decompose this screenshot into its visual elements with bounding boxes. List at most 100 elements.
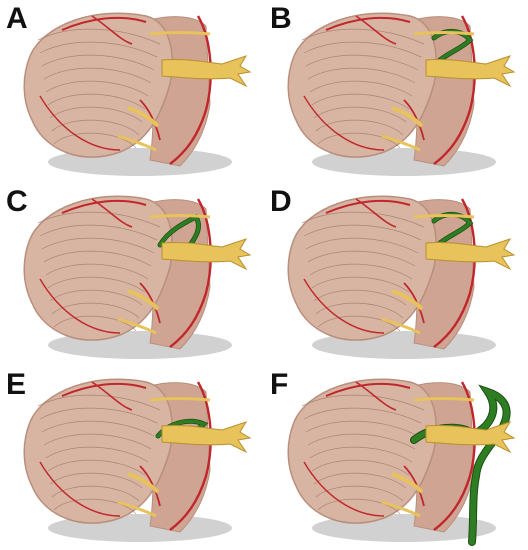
lower-cranial-nerve [381,500,421,518]
folia-line [49,472,143,489]
folia-line [53,132,137,149]
vertebral-artery [169,15,212,165]
superior-artery [61,16,147,31]
lower-cranial-nerve [391,289,424,311]
vertebral-artery [169,198,212,348]
folia-line [301,28,425,45]
folia-line [315,119,404,136]
panel-label: F [270,368,289,401]
lower-cranial-nerve [127,289,160,311]
lower-cranial-nerve [127,106,160,128]
upper-cranial-nerve [149,214,211,219]
lower-cranial-nerve [381,317,421,335]
panel-illustration [287,12,516,176]
lower-cranial-nerve [117,134,157,152]
folia-line [313,106,407,123]
inferior-artery [39,95,121,151]
folia-line [43,433,152,450]
superior-artery [325,382,411,397]
folia-line [51,485,140,502]
folia-line [307,433,416,450]
folia-line [41,237,155,254]
folia-line [309,80,413,97]
cerebellum [23,12,173,158]
folia-line [307,250,416,267]
folia-line [37,28,161,45]
cerebellum [287,378,437,524]
pica-artery [403,465,425,507]
folia-line [305,420,419,437]
folia-line [309,446,413,463]
folia-line [47,93,146,110]
panel-illustration [23,195,252,359]
artery-branch [91,198,133,228]
folia-line [315,485,404,502]
artery-branch [355,381,397,411]
folia-line [53,315,137,332]
folia-line [307,67,416,84]
lower-cranial-nerve [391,472,424,494]
trigeminal-nerve [425,421,516,454]
upper-cranial-nerve [149,397,211,402]
panel-a: A [0,0,264,183]
folia-line [303,407,422,424]
panel-label: D [270,185,292,218]
folia-line [41,420,155,437]
upper-cranial-nerve [149,31,211,36]
panel-illustration [23,12,252,176]
folia-line [39,41,158,58]
trigeminal-nerve [425,238,516,271]
folia-line [311,459,410,476]
panel-label: C [6,185,28,218]
panel-illustration [287,195,516,359]
cerebellum [23,195,173,341]
folia-line [47,276,146,293]
trigeminal-nerve [161,55,252,88]
artery-branch [91,381,133,411]
folia-line [303,224,422,241]
folia-line [39,224,158,241]
vertebral-artery [169,381,212,531]
folia-line [45,80,149,97]
folia-line [51,302,140,319]
inferior-artery [303,278,385,334]
artery-branch [91,15,133,45]
panel-label: A [6,2,28,35]
panel-c: C [0,183,264,366]
folia-line [49,106,143,123]
folia-line [313,472,407,489]
inferior-artery [39,461,121,517]
folia-line [45,446,149,463]
upper-cranial-nerve [413,31,475,36]
folia-line [313,289,407,306]
folia-line [301,211,425,228]
folia-line [43,67,152,84]
panel-d: D [264,183,528,366]
upper-cranial-nerve [413,397,475,402]
trigeminal-nerve [161,421,252,454]
superior-artery [325,16,411,31]
lower-cranial-nerve [117,500,157,518]
artery-branch [355,15,397,45]
upper-cranial-nerve [413,214,475,219]
folia-line [317,315,401,332]
folia-line [45,263,149,280]
pica-artery [403,282,425,324]
folia-line [49,289,143,306]
folia-line [303,41,422,58]
superior-artery [325,199,411,214]
folia-line [311,276,410,293]
pica-artery [139,465,161,507]
vertebral-artery [433,381,476,531]
trigeminal-nerve [161,238,252,271]
folia-line [51,119,140,136]
panel-b: B [264,0,528,183]
lower-cranial-nerve [127,472,160,494]
cerebellum [287,12,437,158]
folia-line [317,132,401,149]
lower-cranial-nerve [391,106,424,128]
cerebellum [287,195,437,341]
trigeminal-nerve [425,55,516,88]
folia-line [39,407,158,424]
folia-line [311,93,410,110]
